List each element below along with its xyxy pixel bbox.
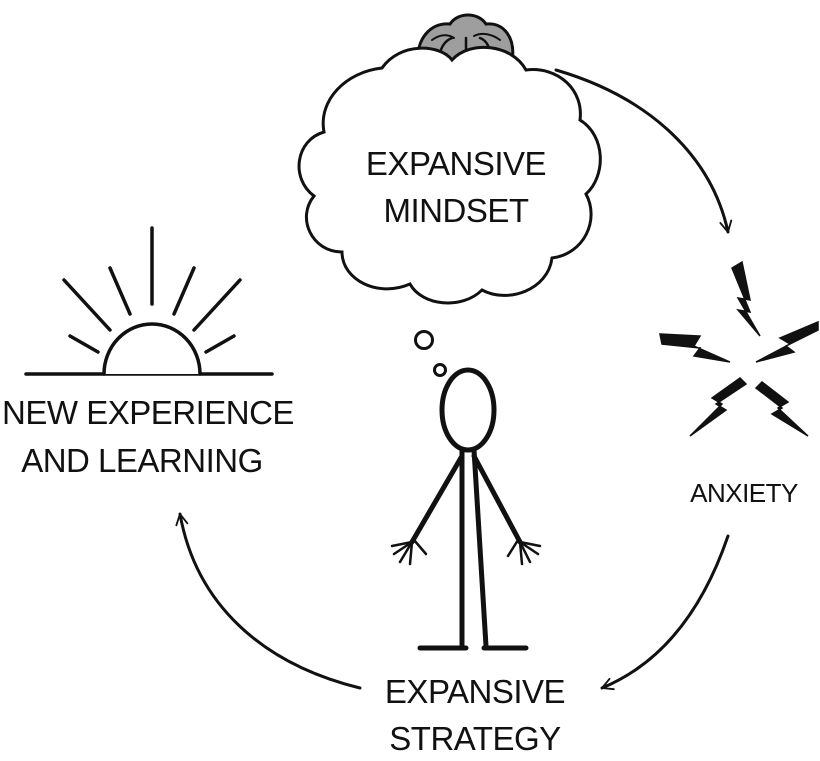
thought-cloud-icon [297, 45, 602, 377]
sunrise-icon [24, 226, 274, 376]
strategy-label-line1: EXPANSIVE [385, 673, 565, 710]
stick-figure-icon [409, 367, 529, 651]
lightning-bolts-icon [659, 260, 819, 437]
strategy-label-line2: STRATEGY [389, 720, 561, 757]
hands-icon [390, 538, 542, 566]
cycle-arrow-icon [600, 534, 730, 691]
learning-label-line2: AND LEARNING [21, 442, 263, 479]
mindset-label-line2: MINDSET [384, 192, 529, 229]
cycle-arrow-icon [175, 512, 362, 690]
mindset-label-line1: EXPANSIVE [366, 145, 546, 182]
cycle-arrow-icon [554, 68, 733, 234]
learning-label-line1: NEW EXPERIENCE [2, 394, 294, 431]
anxiety-label: ANXIETY [690, 478, 798, 508]
